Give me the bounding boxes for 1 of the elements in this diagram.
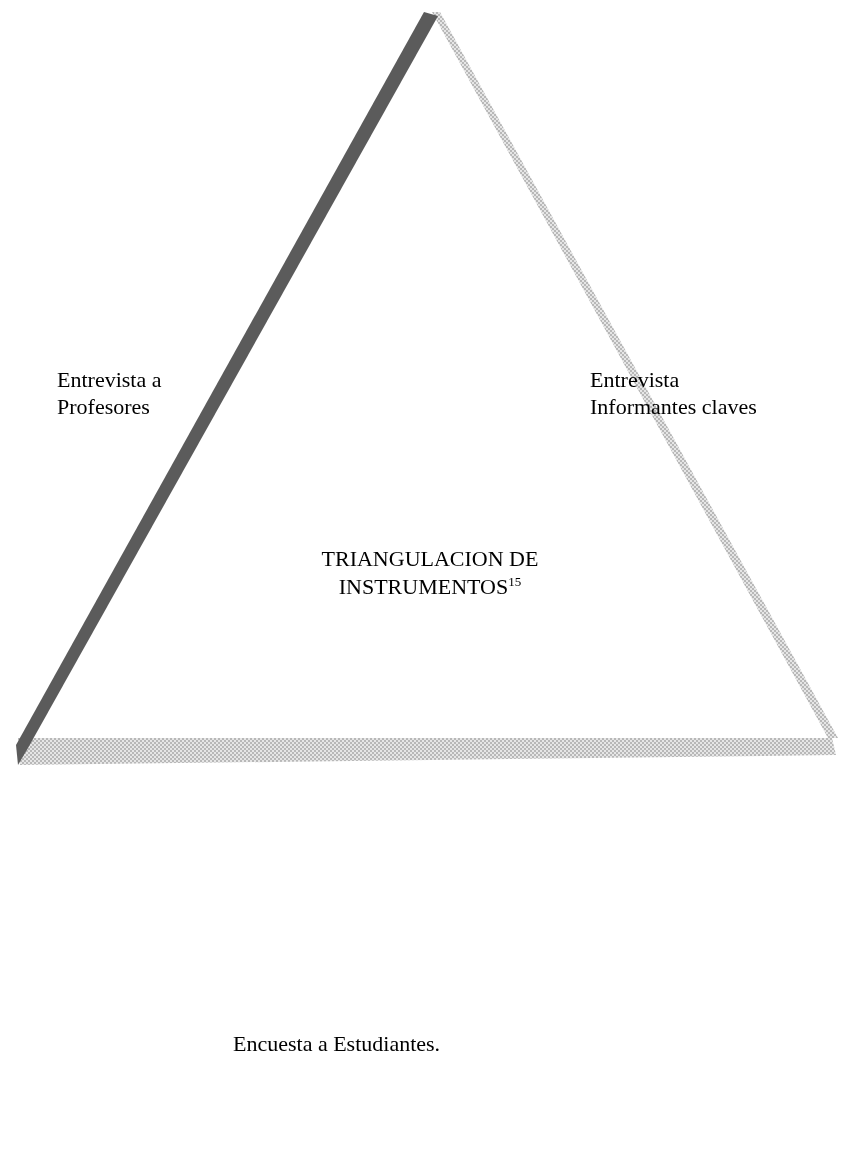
side-label: Encuesta a Estudiantes. [233, 1030, 442, 1057]
